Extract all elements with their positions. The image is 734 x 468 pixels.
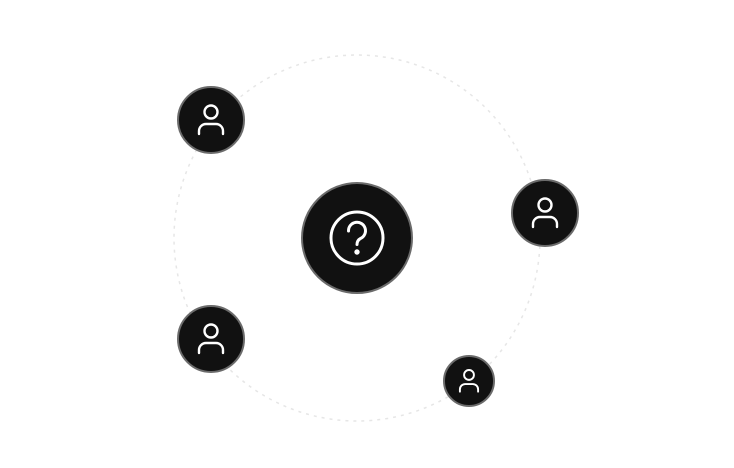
center-node	[301, 182, 413, 294]
user-icon	[197, 104, 225, 136]
user-icon	[458, 369, 480, 393]
user-icon	[197, 323, 225, 355]
user-node	[177, 86, 245, 154]
question-circle-icon	[329, 210, 385, 266]
user-node	[443, 355, 495, 407]
user-icon	[531, 197, 559, 229]
user-node	[177, 305, 245, 373]
user-node	[511, 179, 579, 247]
